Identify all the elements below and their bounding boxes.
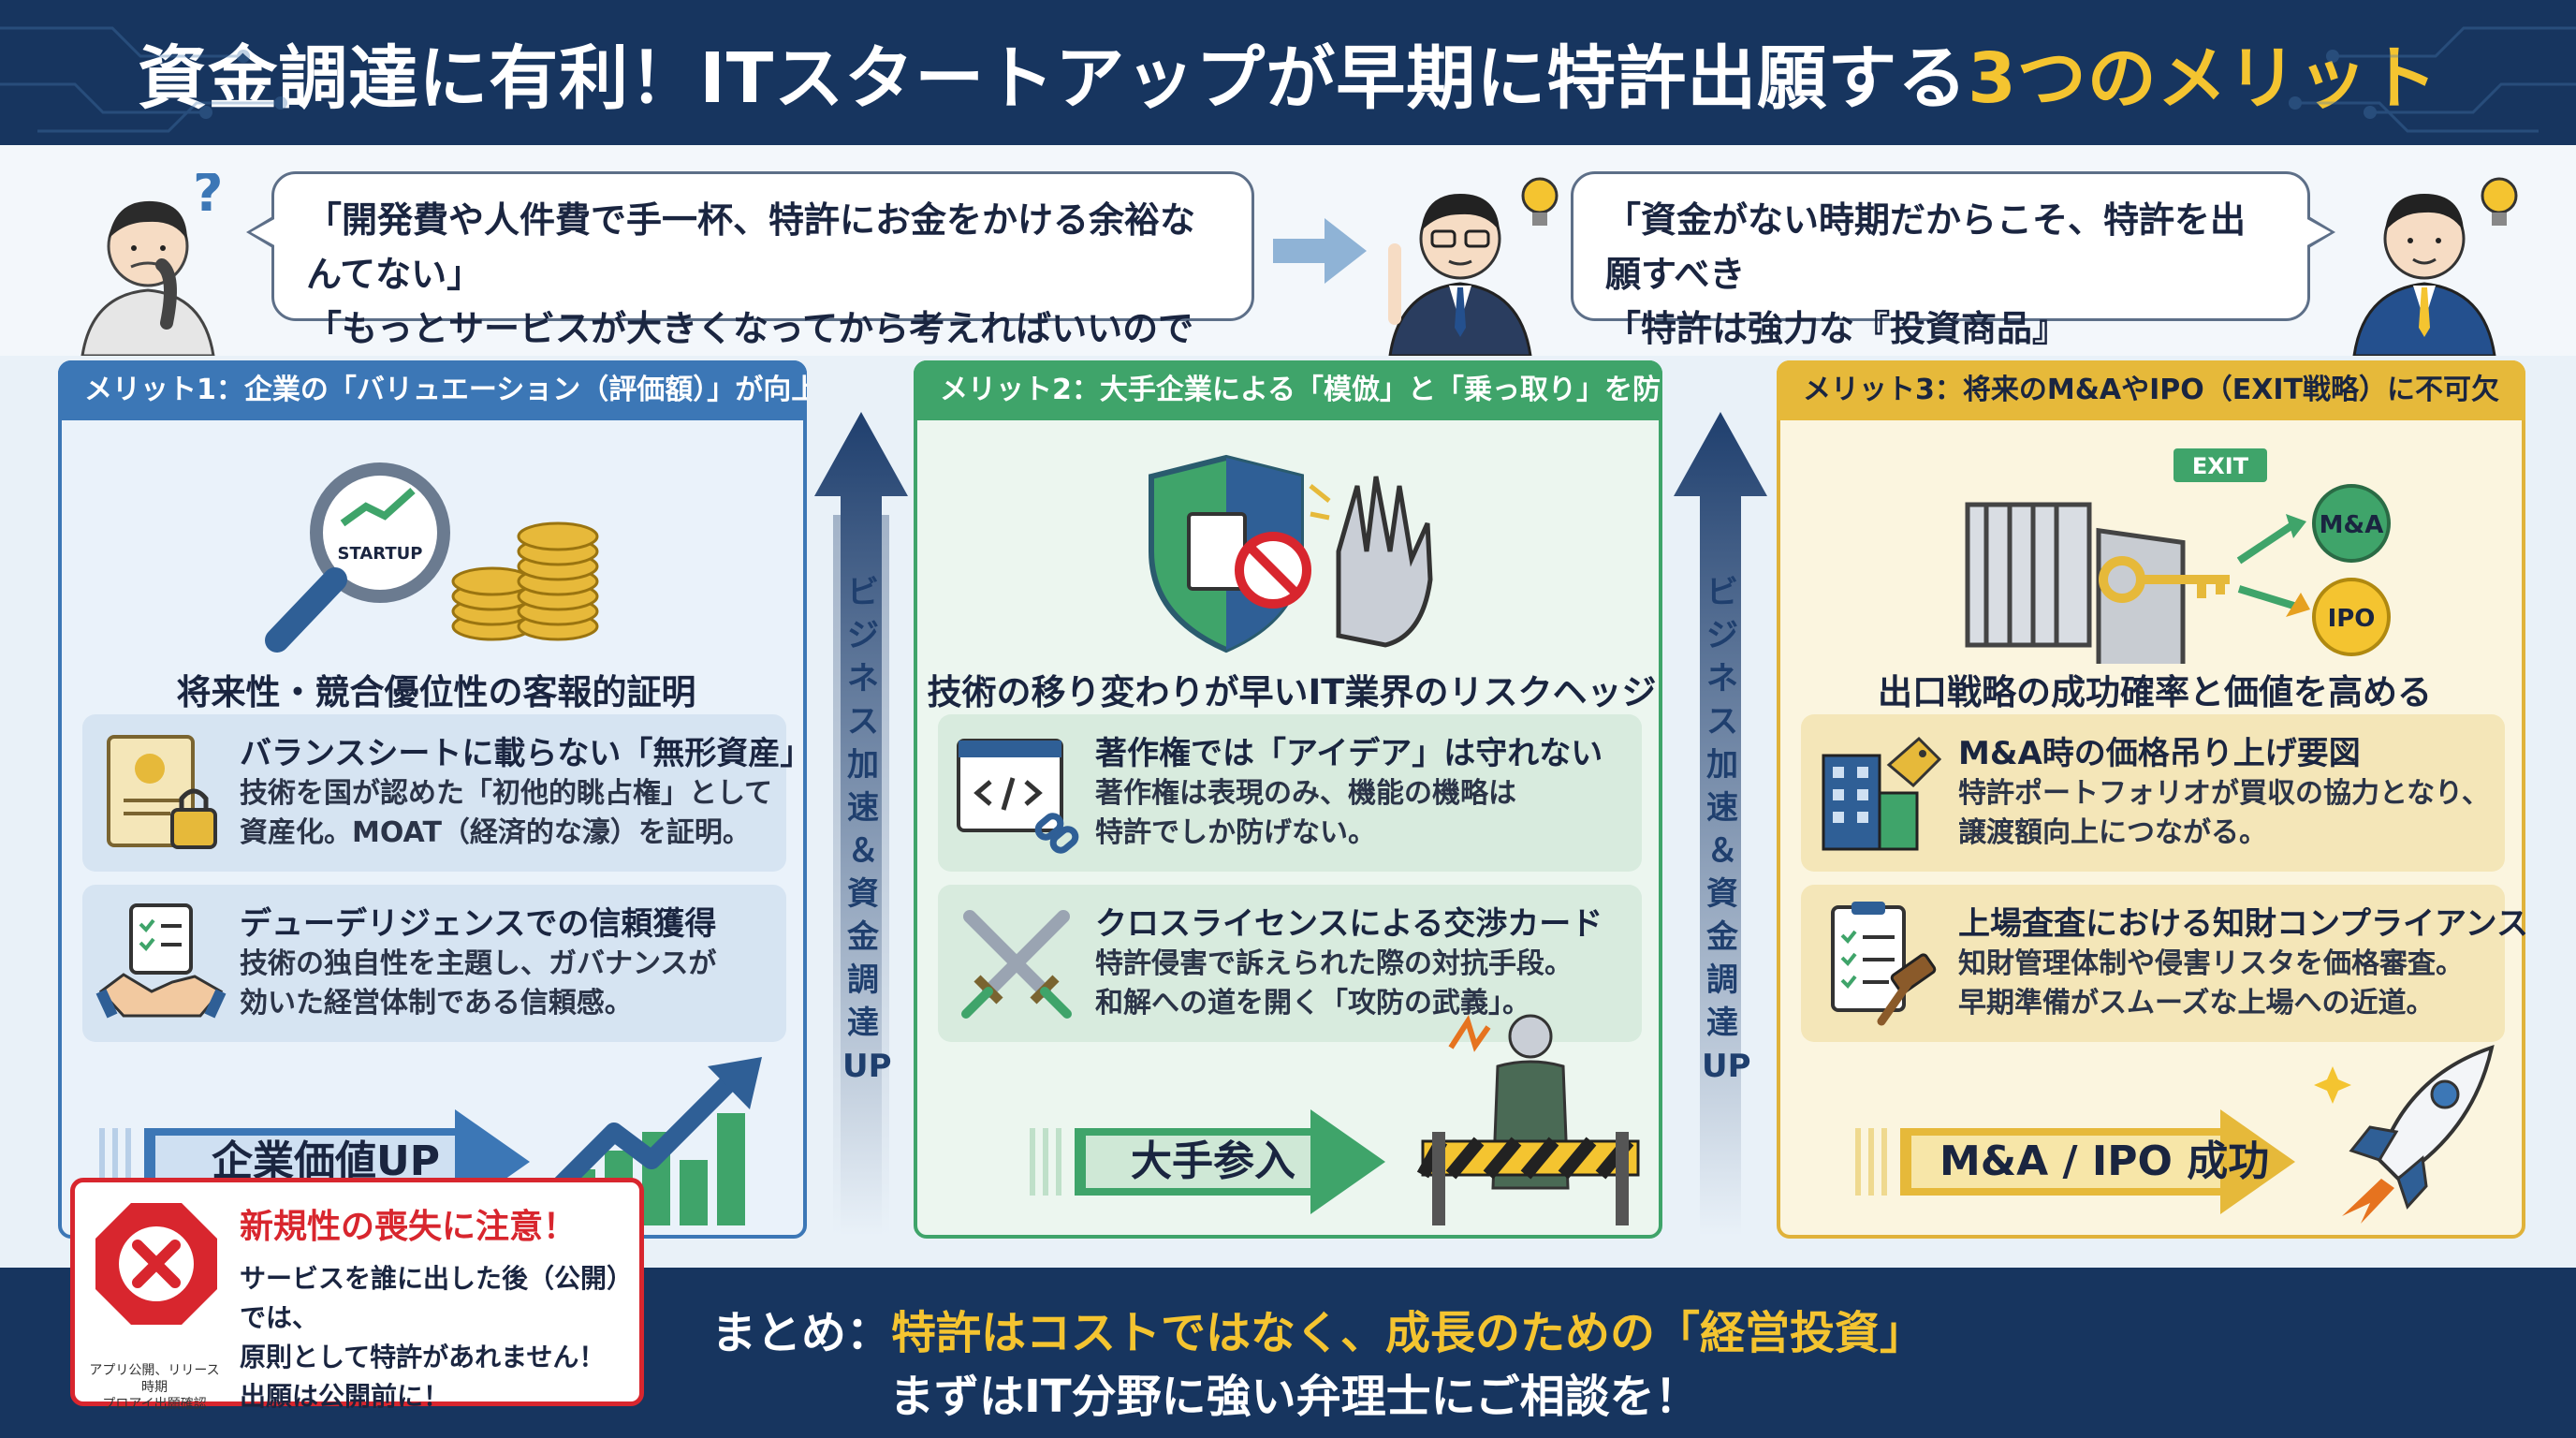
warning-title: 新規性の喪失に注意！	[240, 1208, 578, 1246]
page-title-main: 資金調達に有利！ITスタートアップが早期に特許出願する	[138, 38, 1969, 119]
svg-text:?: ?	[193, 173, 223, 224]
founder-speech-bubble: 「開発費や人件費で手一杯、特許にお金をかける余裕なんてない」 「もっとサービスが…	[246, 171, 1254, 404]
merit1-outcome: 企業価値UP	[212, 1137, 440, 1185]
merit2-item-title: 著作権では「アイデア」は守れない	[1095, 735, 1603, 772]
warning-body: サービスを誰に出した後（公開）では、 原則として特許があれません！ 出願は公開前…	[240, 1263, 634, 1412]
expert-quote-line: 「資金がない時期だからこそ、特許を出願すべき	[1605, 199, 2247, 295]
up-arrow-icon	[1674, 412, 1767, 1236]
merit2-outcome: 大手参入	[1131, 1137, 1295, 1185]
summary-prefix: まとめ：	[711, 1307, 892, 1359]
lightbulb-icon	[1521, 177, 1559, 226]
merit2-tab: メリット2：大手企業による「模倣」と「乗っ取り」を防ぐ	[914, 360, 1662, 420]
worried-founder-icon: ?	[80, 173, 223, 356]
circuit-decoration-right-icon	[2289, 26, 2576, 133]
merit3-item: M&A時の価格吊り上げ要図 特許ポートフォリオが買収の協力となり、 譲渡額向上に…	[1801, 714, 2505, 872]
up-arrow-icon	[814, 412, 908, 1236]
merit1-item-title: バランスシートに載らない「無形資産」	[240, 735, 812, 772]
rocket-icon	[2314, 1044, 2495, 1224]
side-arrow-text: ビジネス加速＆資金調達UP	[1702, 574, 1751, 1085]
outcome-arrow-icon	[1030, 1109, 1385, 1214]
merit3-outcome-row: M&A / IPO 成功	[1780, 1044, 2529, 1225]
business-acceleration-arrow: ビジネス加速＆資金調達UP	[1674, 412, 1767, 1236]
stop-cross-icon	[95, 1203, 217, 1325]
side-arrow-text: ビジネス加速＆資金調達UP	[842, 574, 892, 1085]
merit1-item-desc: 技術を国が認めた「初他的眺占権」として 資産化。MOAT（経済的な濠）を証明。	[240, 777, 773, 849]
lens-label: STARTUP	[338, 544, 423, 564]
merit1-subtitle: 将来性・競合優位性の客報的証明	[176, 672, 696, 712]
merit2-subtitle: 技術の移り変わりが早いIT業界のリスクヘッジ	[927, 672, 1657, 712]
merit3-outcome: M&A / IPO 成功	[1939, 1137, 2270, 1185]
merit2-item-title: クロスライセンスによる交渉カード	[1095, 905, 1603, 943]
merit1-item-desc: 技術の独自性を主題し、ガバナンスが 効いた経営体制である信頼感。	[240, 947, 717, 1020]
quote-band: ? 「開発費や人件費で手一杯、特許にお金をかける余裕なんてない」 「もっとサービ…	[0, 145, 2576, 404]
circuit-decoration-left-icon	[0, 26, 287, 133]
crossed-swords-icon	[961, 910, 1072, 1019]
shield-robot-hand-icon	[1149, 454, 1433, 653]
exit-gate-key-icon: EXIT M&A IPO	[1965, 448, 2391, 664]
merit3-subtitle: 出口戦略の成功確率と価値を高める	[1878, 672, 2432, 712]
magnifier-coins-icon: STARTUP	[265, 462, 599, 653]
code-window-chain-icon	[957, 739, 1079, 854]
header-banner: 資金調達に有利！ITスタートアップが早期に特許出願する3つのメリット	[0, 0, 2576, 145]
merit3-item-desc: 特許ポートフォリオが買収の協力となり、 譲渡額向上につながる。	[1958, 777, 2490, 849]
merit2-item-desc: 特許侵害で訴えられた際の対抗手段。 和解への道を開く「攻防の武義」。	[1095, 947, 1573, 1020]
ma-badge-text: M&A	[2320, 511, 2384, 539]
merit3-item: 上場査査における知財コンプライアンス 知財管理体制や侵害リスタを価格審査。 早期…	[1801, 885, 2528, 1042]
merit3-item-title: 上場査査における知財コンプライアンス	[1958, 905, 2528, 943]
summary-line: まとめ：特許はコストではなく、成長のための「経営投資」	[711, 1296, 1925, 1361]
certificate-lock-icon	[107, 735, 217, 849]
merit1-item: デューデリジェンスでの信頼獲得 技術の独自性を主題し、ガバナンスが 効いた経営体…	[82, 885, 786, 1042]
exit-sign-text: EXIT	[2192, 453, 2249, 479]
warning-caption: アプリ公開、リリース時期 プロアイ出願確認	[89, 1363, 220, 1412]
summary-highlight: 特許はコストではなく、成長のための「経営投資」	[891, 1307, 1925, 1359]
page-title-highlight: 3つのメリット	[1968, 38, 2438, 119]
merit1-card: メリット1：企業の「バリュエーション（評価額）」が向上する STARTUP 将来…	[58, 360, 812, 1239]
outcome-arrow-icon	[1855, 1109, 2295, 1214]
merit2-card: メリット2：大手企業による「模倣」と「乗っ取り」を防ぐ 技術の移り変わりが早いI…	[914, 360, 1662, 1239]
merit1-tab: メリット1：企業の「バリュエーション（評価額）」が向上する	[58, 360, 807, 420]
merit3-card: メリット3：将来のM&AやIPO（EXIT戦略）に不可欠 EXIT M&A IP…	[1777, 360, 2528, 1239]
business-acceleration-arrow: ビジネス加速＆資金調達UP	[814, 412, 908, 1236]
business-person-icon	[2352, 194, 2496, 356]
page-title: 資金調達に有利！ITスタートアップが早期に特許出願する3つのメリット	[138, 22, 2438, 123]
handshake-checklist-icon	[95, 903, 227, 1019]
right-arrow-icon	[1273, 218, 1367, 284]
expert-advisor-icon	[1388, 194, 1532, 356]
checklist-gavel-icon	[1831, 902, 1937, 1026]
merit3-item-title: M&A時の価格吊り上げ要図	[1958, 735, 2361, 772]
expert-quote-line: 「特許は強力な『投資商品』	[1605, 308, 2069, 349]
ipo-badge-text: IPO	[2328, 605, 2376, 633]
merit2-item: 著作権では「アイデア」は守れない 著作権は表現のみ、機能の機略は 特許でしか防げ…	[938, 714, 1642, 872]
founder-quote-line: 「開発費や人件費で手一杯、特許にお金をかける余裕なんてない」	[306, 199, 1196, 295]
consult-line: まずはIT分野に強い弁理士にご相談を！	[889, 1371, 1700, 1423]
merit3-tab: メリット3：将来のM&AやIPO（EXIT戦略）に不可欠	[1777, 360, 2525, 420]
merit2-item: クロスライセンスによる交渉カード 特許侵害で訴えられた際の対抗手段。 和解への道…	[938, 885, 1642, 1042]
merit1-item-title: デューデリジェンスでの信頼獲得	[240, 905, 717, 943]
expert-speech-bubble: 「資金がない時期だからこそ、特許を出願すべき 「特許は強力な『投資商品』	[1571, 171, 2335, 349]
blocked-barrier-icon	[1416, 1014, 1640, 1225]
merit2-item-desc: 著作権は表現のみ、機能の機略は 特許でしか防げない。	[1095, 777, 1516, 849]
lightbulb-icon	[2481, 177, 2518, 226]
merit3-item-desc: 知財管理体制や侵害リスタを価格審査。 早期準備がスムーズな上場への近道。	[1958, 947, 2464, 1020]
building-price-tag-icon	[1822, 736, 1942, 851]
merit2-outcome-row: 大手参入	[917, 1014, 1666, 1225]
novelty-warning-box: アプリ公開、リリース時期 プロアイ出願確認 新規性の喪失に注意！ サービスを誰に…	[70, 1178, 644, 1412]
merit1-item: バランスシートに載らない「無形資産」 技術を国が認めた「初他的眺占権」として 資…	[82, 714, 812, 872]
